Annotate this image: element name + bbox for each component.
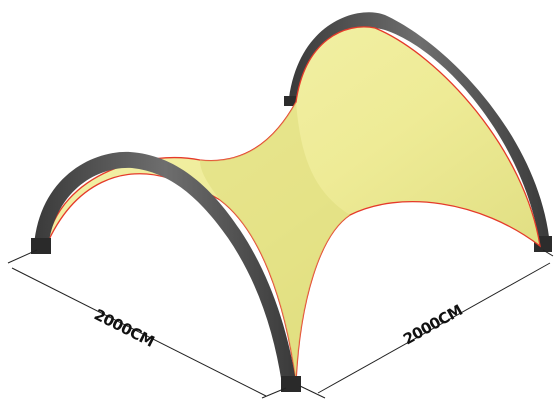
dimension-label-left: 2000CM xyxy=(91,305,157,350)
back-arch-foot-left xyxy=(284,96,298,106)
membrane-shadow xyxy=(200,102,350,382)
front-arch-foot-right xyxy=(281,376,301,392)
back-arch xyxy=(289,12,550,248)
dimension-right xyxy=(299,249,554,399)
dimension-label-right: 2000CM xyxy=(400,301,465,348)
dimension-left xyxy=(7,249,287,399)
